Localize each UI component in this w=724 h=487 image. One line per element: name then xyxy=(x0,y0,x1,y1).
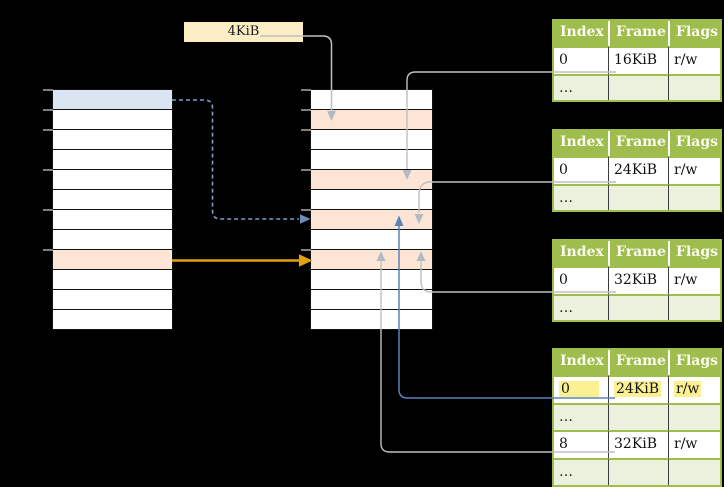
column-header-flags: Flags xyxy=(668,241,720,266)
table-cell xyxy=(608,184,668,210)
table-cell: … xyxy=(554,294,608,320)
table-cell xyxy=(668,74,720,100)
table-cell: … xyxy=(554,458,608,485)
table-cell xyxy=(608,74,668,100)
arrow-virtual-page1-dashed xyxy=(172,99,311,224)
table-cell: 0 xyxy=(554,266,608,294)
address-tick xyxy=(301,249,311,251)
highlighted-value: 0 xyxy=(559,381,599,397)
physical-memory-column xyxy=(310,89,433,330)
memory-row xyxy=(311,190,432,210)
table-cell: 8 xyxy=(554,430,608,458)
table-cell xyxy=(668,403,720,430)
memory-row xyxy=(53,290,172,310)
memory-row xyxy=(53,210,172,230)
table-cell xyxy=(608,403,668,430)
highlighted-value: 24KiB xyxy=(614,381,662,397)
column-header-frame: Frame xyxy=(608,350,668,375)
memory-row xyxy=(53,130,172,150)
column-header-frame: Frame xyxy=(608,131,668,156)
table-cell: … xyxy=(554,403,608,430)
highlighted-value: r/w xyxy=(674,381,702,397)
page-size-label: 4KiB xyxy=(184,22,303,42)
table-cell: 0 xyxy=(554,46,608,74)
memory-row xyxy=(53,170,172,190)
memory-row xyxy=(53,230,172,250)
address-tick xyxy=(43,89,53,91)
memory-row xyxy=(53,190,172,210)
address-tick xyxy=(301,209,311,211)
table-cell: r/w xyxy=(668,156,720,184)
column-header-index: Index xyxy=(554,21,608,46)
address-tick xyxy=(301,169,311,171)
table-cell: 24KiB xyxy=(608,375,668,403)
table-cell: … xyxy=(554,184,608,210)
table-cell: 0 xyxy=(554,156,608,184)
address-tick xyxy=(43,129,53,131)
memory-row xyxy=(311,310,432,329)
table-cell: r/w xyxy=(668,46,720,74)
column-header-flags: Flags xyxy=(668,131,720,156)
table-cell: r/w xyxy=(668,375,720,403)
table-cell: 32KiB xyxy=(608,430,668,458)
memory-row xyxy=(311,150,432,170)
column-header-index: Index xyxy=(554,350,608,375)
table-cell: r/w xyxy=(668,266,720,294)
table-cell xyxy=(668,458,720,485)
column-header-frame: Frame xyxy=(608,241,668,266)
table-cell: r/w xyxy=(668,430,720,458)
memory-row xyxy=(311,90,432,110)
memory-row-orange xyxy=(311,110,432,130)
address-tick xyxy=(301,109,311,111)
address-tick xyxy=(301,129,311,131)
column-header-frame: Frame xyxy=(608,21,668,46)
memory-row-orange xyxy=(53,250,172,270)
memory-row xyxy=(53,310,172,329)
memory-row xyxy=(311,270,432,290)
column-header-flags: Flags xyxy=(668,350,720,375)
table-cell xyxy=(608,458,668,485)
column-header-index: Index xyxy=(554,241,608,266)
table-cell: … xyxy=(554,74,608,100)
memory-row xyxy=(311,290,432,310)
address-tick xyxy=(43,249,53,251)
memory-row xyxy=(311,230,432,250)
address-tick xyxy=(43,209,53,211)
memory-row xyxy=(53,150,172,170)
memory-row-blue xyxy=(53,90,172,110)
table-cell: 24KiB xyxy=(608,156,668,184)
address-tick xyxy=(43,109,53,111)
column-header-flags: Flags xyxy=(668,21,720,46)
table-cell: 32KiB xyxy=(608,266,668,294)
table-cell xyxy=(668,294,720,320)
memory-row xyxy=(311,130,432,150)
table-cell xyxy=(608,294,668,320)
memory-row-orange xyxy=(311,170,432,190)
memory-row xyxy=(53,110,172,130)
address-tick xyxy=(43,169,53,171)
table-cell: 16KiB xyxy=(608,46,668,74)
memory-row-orange xyxy=(311,210,432,230)
memory-row-orange xyxy=(311,250,432,270)
address-tick xyxy=(301,89,311,91)
table-cell xyxy=(668,184,720,210)
arrow-virtual-page9-orange xyxy=(172,254,313,267)
table-cell: 0 xyxy=(554,375,608,403)
memory-row xyxy=(53,270,172,290)
virtual-memory-column xyxy=(52,89,173,330)
column-header-index: Index xyxy=(554,131,608,156)
